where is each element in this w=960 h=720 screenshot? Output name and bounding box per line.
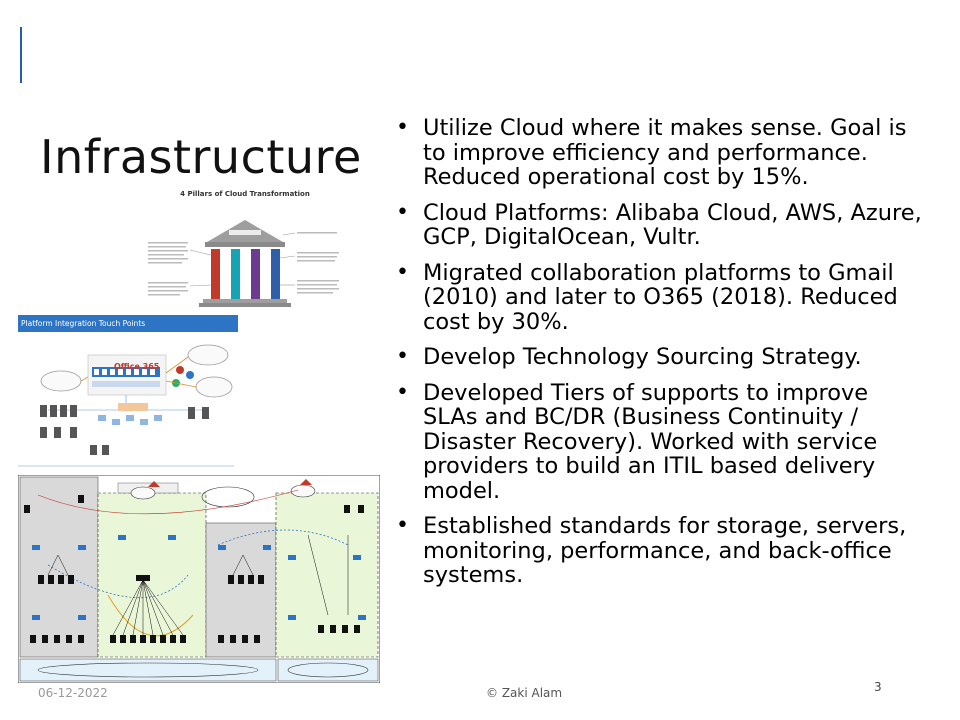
bullet-item: Develop Technology Sourcing Strategy. [396,345,926,370]
network-diagram-graphic [17,474,381,684]
slide-title: Infrastructure [40,130,362,184]
accent-bar [20,27,22,83]
bullet-item: Developed Tiers of supports to improve S… [396,380,926,504]
pillars-graphic [148,220,339,307]
footer-copyright: © Zaki Alam [486,686,563,700]
bullet-item: Established standards for storage, serve… [396,514,926,588]
footer-date: 06-12-2022 [38,686,108,700]
network-diagram-image [17,474,381,684]
integration-graphic [18,344,234,467]
bullet-list: Utilize Cloud where it makes sense. Goal… [396,116,926,599]
slide-number: 3 [874,680,882,694]
integration-image: Platform Integration Touch Points [18,315,238,467]
pillars-image-title: 4 Pillars of Cloud Transformation [180,190,310,198]
bullet-item: Utilize Cloud where it makes sense. Goal… [396,116,926,190]
integration-header: Platform Integration Touch Points [18,315,238,332]
pillars-image: 4 Pillars of Cloud Transformation [145,190,345,312]
bullet-item: Cloud Platforms: Alibaba Cloud, AWS, Azu… [396,200,926,250]
bullet-item: Migrated collaboration platforms to Gmai… [396,260,926,335]
office365-label: Office 365 [114,362,160,371]
